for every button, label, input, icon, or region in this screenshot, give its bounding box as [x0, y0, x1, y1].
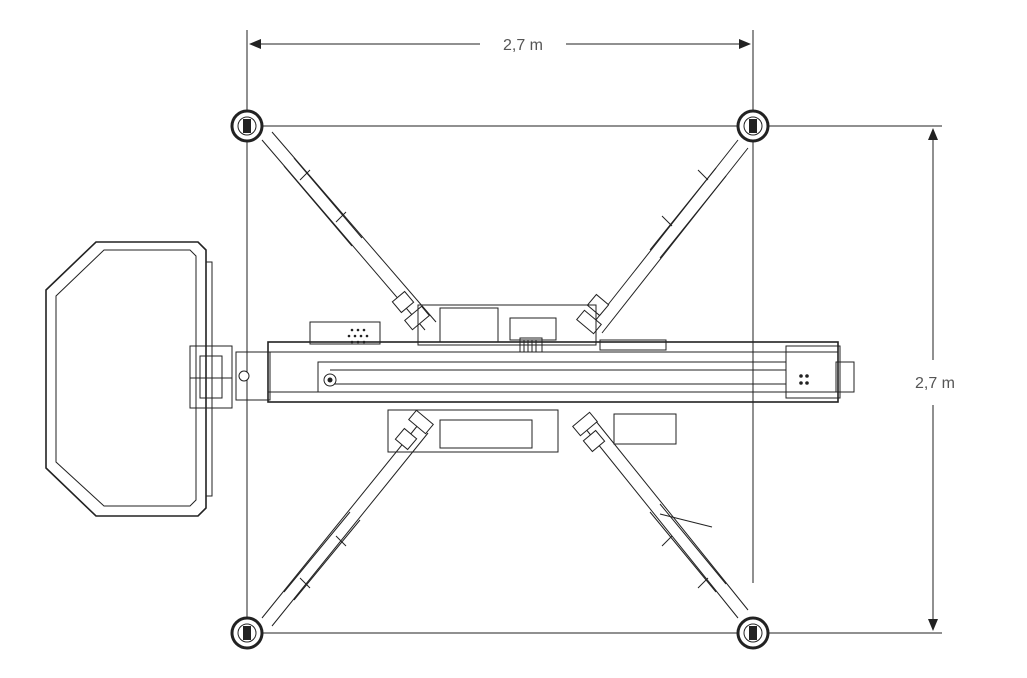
outrigger-top-left [261, 131, 437, 331]
basket-platform [45, 241, 233, 517]
height-label: 2,7 m [915, 375, 955, 392]
boom-assembly [235, 337, 855, 403]
height-dimension: 2,7 m [247, 125, 955, 634]
outrigger-bottom-right [572, 411, 749, 619]
outrigger-bottom-left [261, 409, 434, 627]
width-dimension: 2,7 m [246, 30, 754, 640]
width-label: 2,7 m [503, 37, 543, 54]
outrigger-top-right [576, 139, 749, 335]
foot-pad-bottom-left [230, 616, 264, 650]
chassis-body [309, 304, 677, 453]
foot-pad-top-left [230, 109, 264, 143]
vent-grille [347, 328, 369, 344]
foot-pad-bottom-right [736, 616, 770, 650]
foot-pad-top-right [736, 109, 770, 143]
